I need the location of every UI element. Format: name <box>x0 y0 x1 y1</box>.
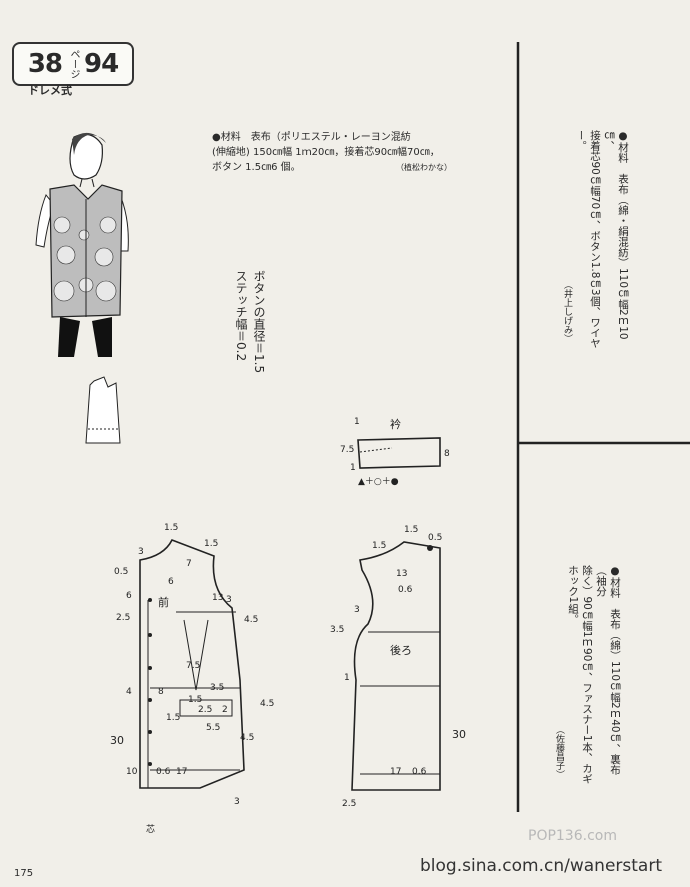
interfacing-mark: 芯 <box>146 823 155 835</box>
dim-label: 1.5 <box>204 539 218 549</box>
materials-line: ホック1組。 <box>567 565 579 625</box>
materials-credit: （植松わかな） <box>396 163 452 172</box>
dim-label: 2.5 <box>116 613 130 623</box>
dim-label: 13 <box>396 569 407 579</box>
materials-right-bottom: ●材料 表布（綿）110㎝幅2ｍ40㎝、裏布（袖分 除く）90㎝幅1ｍ90㎝、フ… <box>552 565 622 795</box>
dim-label: 1.5 <box>372 541 386 551</box>
pattern-badge: 38 ページ 94 <box>12 42 134 86</box>
dim-label: 3 <box>234 797 240 807</box>
dim-label: 7.5 <box>186 661 200 671</box>
dim-label: 13 <box>212 593 223 603</box>
site-logo: POP136.com <box>528 828 617 844</box>
materials-main: ●材料 表布（ポリエステル・レーヨン混紡 (伸縮地) 150㎝幅 1ｍ20㎝，接… <box>212 130 452 175</box>
materials-credit: （井上しげみ） <box>562 280 572 343</box>
pattern-number: 94 <box>84 49 119 79</box>
button-diameter: ボタンの直径＝1.5 <box>252 270 266 374</box>
dim-label: 3 <box>354 605 360 615</box>
materials-line: ●材料 表布（ポリエステル・レーヨン混紡 <box>212 132 411 143</box>
materials-line: 接着芯90㎝幅70㎝、ボタン1.8㎝3個、ワイヤー。 <box>575 130 601 349</box>
front-label: 前 <box>158 595 169 609</box>
dim-label: 4 <box>126 687 132 697</box>
dim-label: 17 <box>176 767 187 777</box>
model-illustration <box>35 132 129 444</box>
dim-label: 8 <box>158 687 164 697</box>
materials-line: ボタン 1.5㎝6 個。 <box>212 162 301 173</box>
dim-label: 2.5 <box>198 705 212 715</box>
dim-label: 4.5 <box>260 699 274 709</box>
dim-label: 1 <box>344 673 350 683</box>
dim-label: 2.5 <box>342 799 356 809</box>
materials-line: ●材料 表布（綿）110㎝幅2ｍ40㎝、裏布（袖分 <box>595 565 621 775</box>
dim-label: 1.5 <box>404 525 418 535</box>
collar-label: 衿 <box>390 417 401 431</box>
materials-line: ●材料 表布（綿・絹混紡）110㎝幅2ｍ10㎝、 <box>603 130 629 340</box>
dim-label: 1.5 <box>188 695 202 705</box>
dim-label: 4.5 <box>240 733 254 743</box>
dim-label: 2 <box>222 705 228 715</box>
dim-label: 6 <box>126 591 132 601</box>
dim-label: 5.5 <box>206 723 220 733</box>
materials-right-top: ●材料 表布（綿・絹混紡）110㎝幅2ｍ10㎝、 接着芯90㎝幅70㎝、ボタン1… <box>560 130 630 360</box>
materials-credit: （佐藤昌子） <box>554 725 564 779</box>
dim-label: 3 <box>138 547 144 557</box>
dim-label: 0.5 <box>114 567 128 577</box>
dim-label: 8 <box>444 449 450 459</box>
button-note: ボタンの直径＝1.5 ステッチ幅＝0.2 <box>232 270 268 390</box>
dim-label: 0.6 <box>398 585 413 595</box>
dim-label: 1.5 <box>164 523 178 533</box>
materials-line: 除く）90㎝幅1ｍ90㎝、ファスナー1本、カギ <box>581 565 593 784</box>
dim-label: 7 <box>186 559 192 569</box>
dim-label: 0.5 <box>428 533 442 543</box>
dim-label: 3.5 <box>210 683 224 693</box>
page-ref-number: 38 <box>27 49 63 79</box>
dim-label: 30 <box>110 734 124 747</box>
dim-label: 17 <box>390 767 401 777</box>
back-label: 後ろ <box>390 643 412 657</box>
dim-label: 1 <box>354 417 360 427</box>
dim-label: 10 <box>126 767 138 777</box>
dim-label: 3.5 <box>330 625 344 635</box>
dim-label: 3 <box>226 595 232 605</box>
dim-label: 6 <box>168 577 174 587</box>
dim-label: 0.6 <box>412 767 427 777</box>
style-label: ドレメ式 <box>28 84 72 97</box>
stitch-width: ステッチ幅＝0.2 <box>234 270 248 362</box>
watermark-url: blog.sina.com.cn/wanerstart <box>420 856 662 876</box>
collar-symbols: ▲＋○＋● <box>358 476 399 487</box>
materials-line: (伸縮地) 150㎝幅 1ｍ20㎝，接着芯90㎝幅70㎝， <box>212 147 440 158</box>
dim-label: 1 <box>350 463 356 473</box>
dim-label: 1.5 <box>166 713 180 723</box>
page-unit: ページ <box>68 49 79 79</box>
dim-label: 4.5 <box>244 615 258 625</box>
dim-label: 0.6 <box>156 767 171 777</box>
page-number: 175 <box>14 868 34 879</box>
dim-label: 30 <box>452 728 466 741</box>
dim-label: 7.5 <box>340 445 354 455</box>
